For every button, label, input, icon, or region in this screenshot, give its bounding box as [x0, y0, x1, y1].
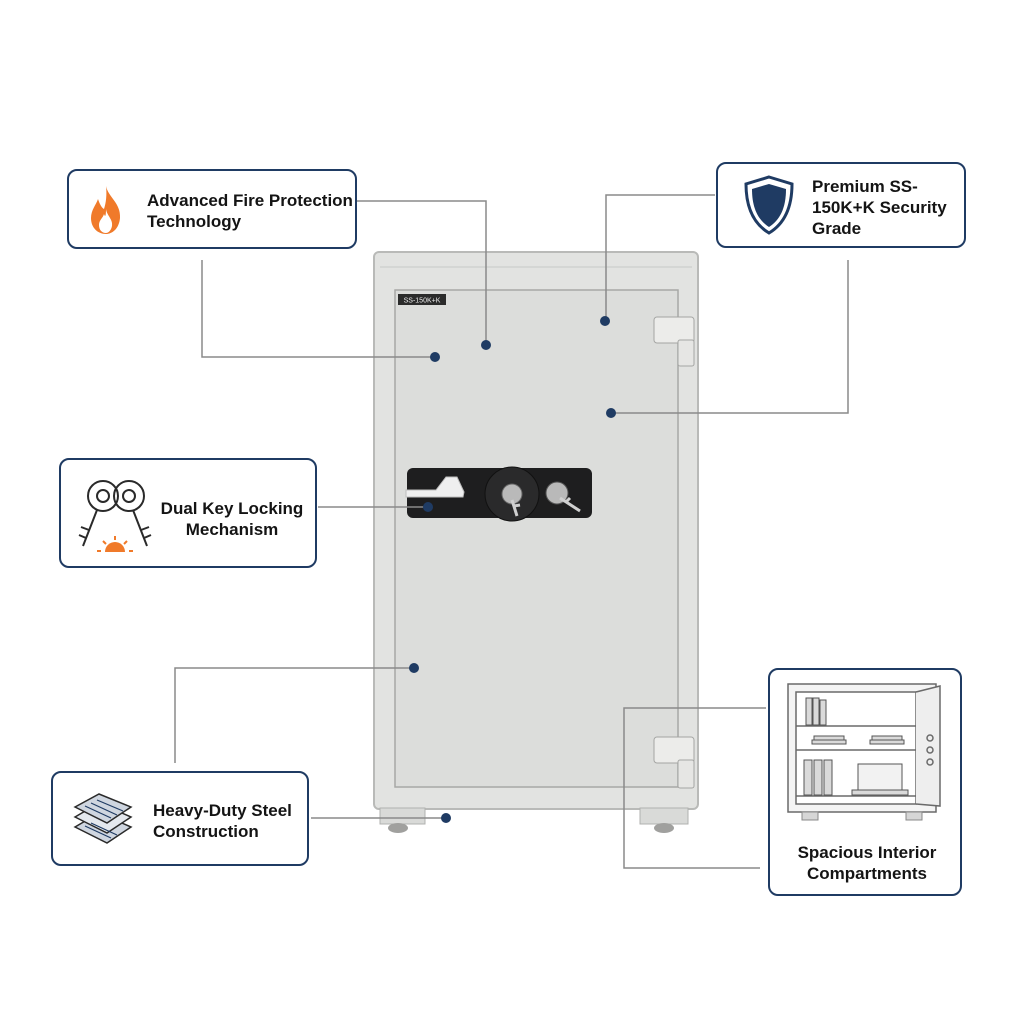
feature-dot [430, 352, 440, 362]
interior-shelves-icon [787, 683, 941, 821]
keys-icon [78, 480, 152, 552]
feature-dot [423, 502, 433, 512]
callout-interior-compartments: Spacious Interior Compartments [768, 668, 962, 896]
lower-hinge [653, 736, 695, 764]
upper-hinge [653, 316, 695, 344]
feature-dot [606, 408, 616, 418]
steel-plates-icon [73, 793, 133, 844]
feature-dot [600, 316, 610, 326]
lower-hinge-pin [677, 759, 695, 789]
key-2-icon [559, 496, 581, 513]
feature-dot [409, 663, 419, 673]
callout-dual-key: Dual Key Locking Mechanism [59, 458, 317, 568]
callout-security-label: Premium SS-150K+K Security Grade [812, 177, 947, 238]
safe-caster-right [654, 823, 674, 833]
shield-icon [744, 175, 794, 235]
upper-hinge-pin [677, 339, 695, 367]
callout-fire-protection: Advanced Fire Protection Technology [67, 169, 357, 249]
safe-door [394, 289, 679, 788]
door-handle[interactable] [405, 476, 465, 498]
safe-caster-left [388, 823, 408, 833]
callout-steel-label: Heavy-Duty Steel Construction [153, 801, 292, 841]
leader-line-interior-a [623, 707, 766, 869]
leader-line-security-a [605, 194, 715, 320]
callout-interior-label: Spacious Interior Compartments [797, 843, 937, 883]
flame-icon [91, 186, 121, 234]
callout-keys-label: Dual Key Locking Mechanism [160, 499, 304, 539]
leader-line-fire-a [357, 200, 487, 344]
callout-fire-label: Advanced Fire Protection Technology [147, 191, 353, 231]
safe-brand-plate-text: SS-150K+K [404, 298, 441, 305]
key-1-icon [510, 499, 521, 517]
leader-line-fire-b [201, 260, 435, 358]
leader-line-steel-a [174, 667, 414, 763]
callout-steel-construction: Heavy-Duty Steel Construction [51, 771, 309, 866]
safe-brand-plate [398, 294, 446, 305]
safe-foot-left [379, 807, 426, 825]
feature-dot [481, 340, 491, 350]
safe-foot-right [639, 807, 689, 825]
feature-dot [441, 813, 451, 823]
leader-line-security-b [611, 260, 849, 414]
callout-security-grade: Premium SS-150K+K Security Grade [716, 162, 966, 248]
